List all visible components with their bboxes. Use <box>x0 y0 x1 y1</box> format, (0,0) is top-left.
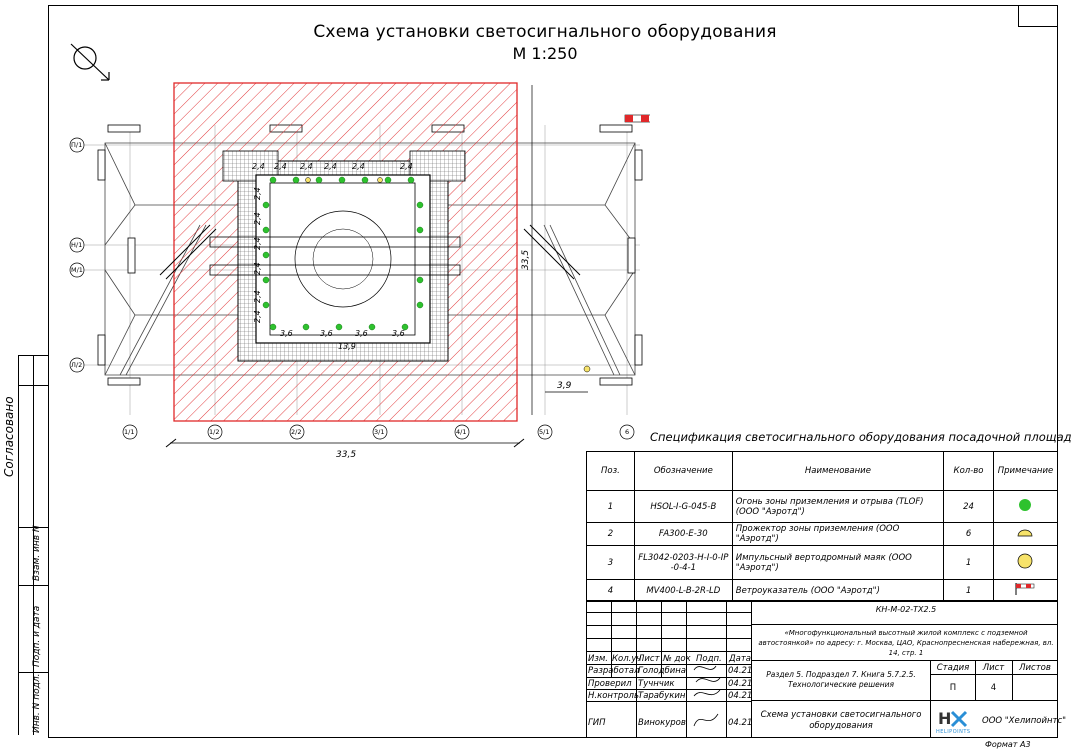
svg-text:П/1: П/1 <box>71 141 82 149</box>
north-arrow-icon <box>70 43 110 81</box>
table-row: 4 MV400-L-B-2R-LD Ветроуказатель (ООО "А… <box>586 579 1059 602</box>
dim-offset-text: 3,9 <box>557 381 572 391</box>
svg-text:2,4: 2,4 <box>253 187 262 200</box>
dim-bottom-text: 33,5 <box>336 450 356 460</box>
sheet-value: 4 <box>990 683 997 693</box>
doc-code: КН-М-02-ТХ2.5 <box>875 605 937 614</box>
format-label: Формат А3 <box>985 740 1031 749</box>
helipoints-logo: H <box>938 709 968 728</box>
svg-text:3,6: 3,6 <box>280 329 293 338</box>
stage-value: П <box>949 683 957 693</box>
svg-text:2,4: 2,4 <box>253 237 262 250</box>
windsock-icon <box>1015 583 1035 595</box>
svg-text:2,4: 2,4 <box>253 290 262 303</box>
logo-text: HELIPOINTS <box>936 729 971 735</box>
podp-label: Подп. и дата <box>32 605 42 667</box>
svg-text:Н/1: Н/1 <box>71 241 82 249</box>
svg-text:6: 6 <box>625 428 629 436</box>
project-name: «Многофункциональный высотный жилой комп… <box>758 629 1054 657</box>
svg-text:5/1: 5/1 <box>539 428 549 436</box>
windsock-icon <box>624 114 650 123</box>
svg-text:1/2: 1/2 <box>209 428 219 436</box>
spec-header-name: Наименование <box>731 451 945 491</box>
green-circle-icon <box>1019 499 1032 511</box>
svg-text:3,6: 3,6 <box>320 329 333 338</box>
table-row: 3 FL3042-0203-H-I-0-IP -0-4-1 Импульсный… <box>586 545 1059 580</box>
spec-table: Поз. Обозначение Наименование Кол-во При… <box>586 451 1059 602</box>
dim-top-1: 2,4 <box>252 162 265 171</box>
company-name: ООО "Хелипойнтс" <box>982 716 1067 726</box>
table-row: 2 FA300-E-30 Прожектор зоны приземления … <box>586 522 1059 546</box>
svg-text:13,9: 13,9 <box>338 342 356 351</box>
agreed-label: Согласовано <box>2 396 16 477</box>
section-name: Раздел 5. Подраздел 7. Книга 5.7.2.5. Те… <box>766 670 916 689</box>
svg-text:2,4: 2,4 <box>274 162 287 171</box>
yellow-circle-icon <box>1018 553 1033 569</box>
svg-text:2,4: 2,4 <box>400 162 413 171</box>
spec-title: Спецификация светосигнального оборудован… <box>650 430 1071 444</box>
drawing-frame <box>48 5 1058 738</box>
inv-label: Инв. N подл. <box>32 673 42 733</box>
svg-text:3,6: 3,6 <box>355 329 368 338</box>
svg-text:2,4: 2,4 <box>352 162 365 171</box>
svg-text:2/2: 2/2 <box>291 428 301 436</box>
frame-corner-box <box>1018 5 1058 27</box>
svg-text:3/1: 3/1 <box>374 428 384 436</box>
svg-text:М/1: М/1 <box>71 266 83 274</box>
plan-drawing: 2,4 2,4 2,4 2,4 2,4 2,4 3,6 3,6 3,6 3,6 … <box>69 82 650 460</box>
svg-text:1/1: 1/1 <box>124 428 134 436</box>
svg-text:H: H <box>938 709 951 728</box>
svg-text:2,4: 2,4 <box>253 212 262 225</box>
svg-text:4/1: 4/1 <box>456 428 466 436</box>
vzam-label: Взам. инв N <box>32 525 42 581</box>
left-sidebar: Согласовано Взам. инв N Подп. и дата Инв… <box>2 355 48 737</box>
svg-text:2,4: 2,4 <box>253 262 262 275</box>
title-block: Изм. Кол.уч Лист № док Подп. Дата Разраб… <box>586 600 1066 738</box>
svg-text:Л/2: Л/2 <box>71 361 82 369</box>
dim-right-text: 33,5 <box>521 250 531 270</box>
half-dome-icon <box>1018 529 1033 536</box>
drawing-title: Схема установки светосигнального оборудо… <box>313 22 777 42</box>
spec-header-code: Обозначение <box>633 451 733 491</box>
signatures <box>693 665 721 697</box>
svg-text:2,4: 2,4 <box>253 310 262 323</box>
spec-header-note: Примечание <box>992 451 1059 491</box>
svg-text:2,4: 2,4 <box>300 162 313 171</box>
drawing-scale: М 1:250 <box>512 44 578 63</box>
spec-header-qty: Кол-во <box>943 451 994 491</box>
spec-header-pos: Поз. <box>586 451 635 491</box>
table-row: 1 HSOL-I-G-045-B Огонь зоны приземления … <box>586 490 1059 523</box>
svg-text:2,4: 2,4 <box>324 162 337 171</box>
svg-text:3,6: 3,6 <box>392 329 405 338</box>
sheet-title: Схема установки светосигнального оборудо… <box>760 710 922 731</box>
